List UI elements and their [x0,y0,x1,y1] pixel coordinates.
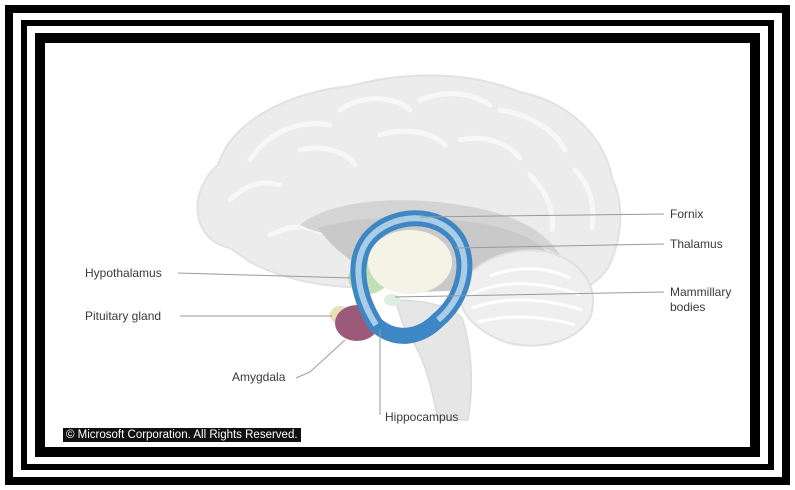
label-fornix: Fornix [670,207,703,222]
label-pituitary-gland: Pituitary gland [85,309,161,324]
mammillary-bodies [384,294,400,306]
label-mammillary-line1: Mammillary [670,285,731,300]
label-thalamus: Thalamus [670,237,723,252]
label-hypothalamus: Hypothalamus [85,266,162,281]
label-amygdala: Amygdala [232,370,285,385]
thalamus-body [368,230,452,294]
label-hippocampus: Hippocampus [385,410,458,425]
label-mammillary-line2: bodies [670,300,705,315]
copyright-notice: © Microsoft Corporation. All Rights Rese… [63,428,301,442]
